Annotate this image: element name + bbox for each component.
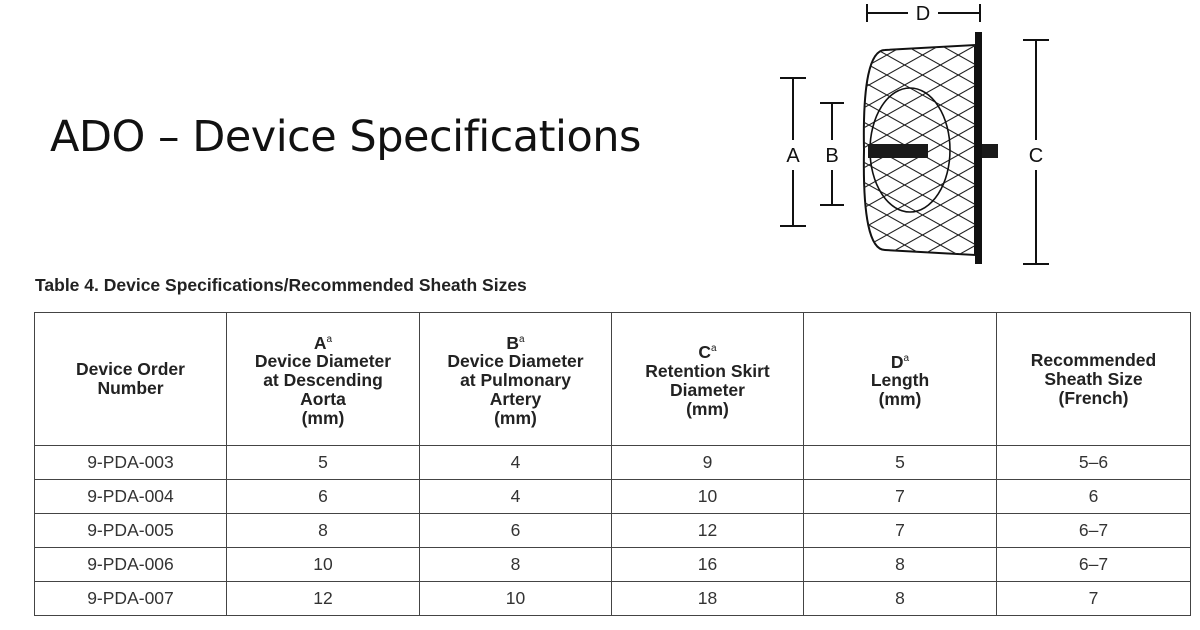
cell-sheath-size: 7 <box>996 581 1191 616</box>
header-line: Retention Skirt <box>645 360 770 381</box>
header-line: Recommended <box>1030 349 1157 370</box>
cell-diameter-pulmonary: 10 <box>419 581 612 616</box>
header-line: Diameter <box>670 379 745 400</box>
table-row: 9-PDA-003 5 4 9 5 5–6 <box>34 445 1191 480</box>
cell-length: 7 <box>803 513 997 548</box>
table-header-row: Device Order Number Aa Device Diameter a… <box>34 312 1191 446</box>
cell-skirt-diameter: 18 <box>611 581 804 616</box>
cell-sheath-size: 6 <box>996 479 1191 514</box>
header-line: Device Diameter <box>447 351 584 372</box>
cell-skirt-diameter: 12 <box>611 513 804 548</box>
cell-length: 8 <box>803 547 997 582</box>
label-a: A <box>786 145 800 167</box>
header-letter: Da <box>890 351 910 372</box>
device-spec-table: Device Order Number Aa Device Diameter a… <box>34 312 1191 616</box>
cell-diameter-aorta: 8 <box>226 513 420 548</box>
label-c: C <box>1029 145 1043 167</box>
header-line: Sheath Size <box>1044 368 1143 389</box>
header-line: at Descending <box>263 370 383 391</box>
label-b: B <box>825 145 838 167</box>
cell-diameter-aorta: 10 <box>226 547 420 582</box>
table-row: 9-PDA-007 12 10 18 8 7 <box>34 581 1191 616</box>
cell-skirt-diameter: 16 <box>611 547 804 582</box>
cell-skirt-diameter: 9 <box>611 445 804 480</box>
cell-diameter-pulmonary: 6 <box>419 513 612 548</box>
table-row: 9-PDA-005 8 6 12 7 6–7 <box>34 513 1191 548</box>
cell-device-order-number: 9-PDA-007 <box>34 581 227 616</box>
cell-sheath-size: 6–7 <box>996 513 1191 548</box>
table-row: 9-PDA-006 10 8 16 8 6–7 <box>34 547 1191 582</box>
table-row: 9-PDA-004 6 4 10 7 6 <box>34 479 1191 514</box>
header-line: Length <box>870 370 930 391</box>
header-length: Da Length (mm) <box>803 312 997 446</box>
cell-diameter-aorta: 12 <box>226 581 420 616</box>
table-caption: Table 4. Device Specifications/Recommend… <box>35 275 527 295</box>
header-line: (mm) <box>301 408 345 429</box>
header-device-order-number: Device Order Number <box>34 312 227 446</box>
cell-diameter-aorta: 6 <box>226 479 420 514</box>
header-line: (mm) <box>878 389 922 410</box>
cell-device-order-number: 9-PDA-006 <box>34 547 227 582</box>
header-line: Aorta <box>300 389 346 410</box>
header-line: Number <box>97 378 164 398</box>
cell-device-order-number: 9-PDA-005 <box>34 513 227 548</box>
cell-device-order-number: 9-PDA-003 <box>34 445 227 480</box>
header-line: (French) <box>1058 387 1129 408</box>
header-line: Device Diameter <box>254 351 392 372</box>
header-line: Device Order <box>76 359 185 379</box>
cell-length: 8 <box>803 581 997 616</box>
header-line: Artery <box>489 389 542 410</box>
header-device-diameter-pulmonary: Ba Device Diameter at Pulmonary Artery (… <box>419 312 612 446</box>
occluder-mesh <box>862 32 998 264</box>
cell-diameter-pulmonary: 4 <box>419 479 612 514</box>
cell-device-order-number: 9-PDA-004 <box>34 479 227 514</box>
header-line: at Pulmonary <box>460 370 571 391</box>
header-recommended-sheath-size: Recommended Sheath Size (French) <box>996 312 1191 446</box>
cell-length: 5 <box>803 445 997 480</box>
header-letter: Aa <box>313 332 333 353</box>
header-line: (mm) <box>686 398 729 419</box>
cell-length: 7 <box>803 479 997 514</box>
cell-sheath-size: 6–7 <box>996 547 1191 582</box>
cell-diameter-pulmonary: 8 <box>419 547 612 582</box>
cell-diameter-pulmonary: 4 <box>419 445 612 480</box>
header-letter: Ba <box>506 332 525 353</box>
slide-title: ADO – Device Specifications <box>50 112 641 162</box>
device-diagram: D A B C <box>780 3 1049 265</box>
header-letter: Ca <box>698 341 717 362</box>
header-line: (mm) <box>494 408 537 429</box>
header-device-diameter-aorta: Aa Device Diameter at Descending Aorta (… <box>226 312 420 446</box>
cell-diameter-aorta: 5 <box>226 445 420 480</box>
cell-sheath-size: 5–6 <box>996 445 1191 480</box>
header-retention-skirt-diameter: Ca Retention Skirt Diameter (mm) <box>611 312 804 446</box>
label-d: D <box>916 3 930 25</box>
cell-skirt-diameter: 10 <box>611 479 804 514</box>
